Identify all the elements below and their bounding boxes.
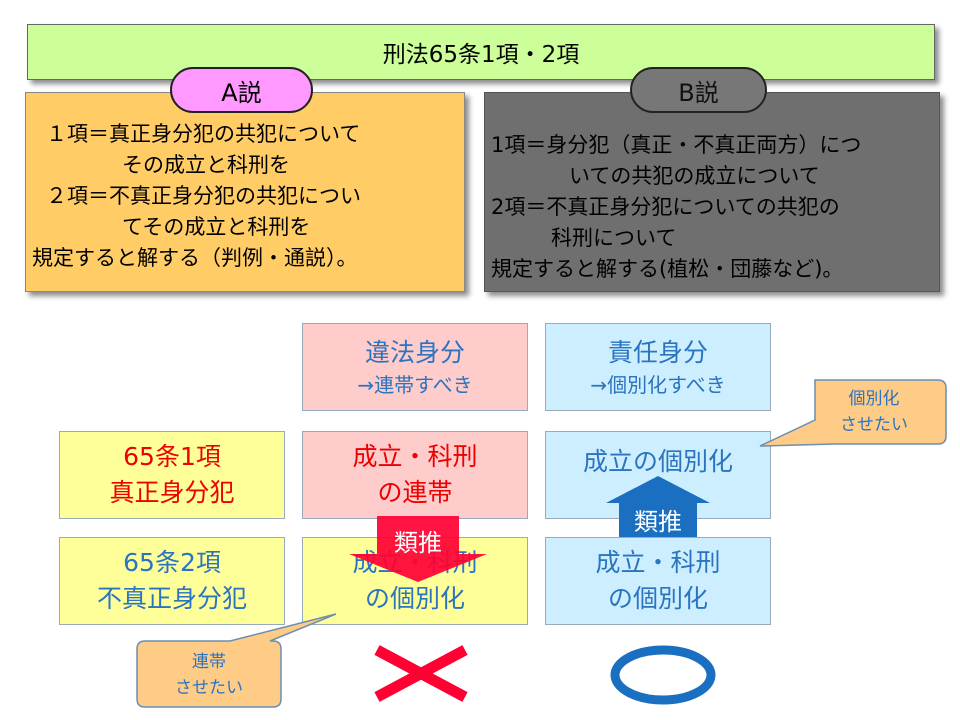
illegal-status-box: 違法身分 →連帯すべき (302, 323, 528, 411)
opinion-b-panel: 1項＝身分犯（真正・不真正両方）につ いての共犯の成立について 2項＝不真正身分… (484, 92, 940, 292)
opinion-a-badge-label: A説 (221, 78, 262, 107)
individualized-both-b-line-1: 成立・科刑 (595, 548, 721, 577)
individualized-establishment-line-1: 成立の個別化 (582, 447, 733, 476)
responsibility-status-sub: →個別化すべき (590, 373, 726, 397)
individualized-both-a-line-2: の個別化 (364, 584, 465, 613)
responsibility-status-title: 責任身分 (607, 338, 708, 367)
illegal-status-title: 違法身分 (364, 338, 465, 367)
art65-1-line-1: 65条1項 (123, 442, 221, 471)
joint-establishment-line-2: の連帯 (377, 478, 453, 507)
callout-individualize-line-2: させたい (840, 415, 908, 435)
individualized-both-a-box: 成立・科刑 の個別化 (302, 537, 528, 625)
opinion-a-line-5: 規定すると解する（判例・通説）。 (32, 246, 358, 270)
opinion-b-line-3: 2項＝不真正身分犯についての共犯の (491, 195, 840, 219)
analogy-up-label: 類推 (634, 508, 682, 536)
page-title: 刑法65条1項・2項 (382, 42, 580, 68)
individualized-both-b-line-2: の個別化 (607, 584, 708, 613)
opinion-b-line-5: 規定すると解する(植松・団藤など)。 (491, 257, 844, 281)
analogy-down-arrow (349, 516, 487, 582)
joint-establishment-line-1: 成立・科刑 (352, 442, 478, 471)
art65-1-line-2: 真正身分犯 (109, 478, 235, 507)
opinion-a-line-3: ２項＝不真正身分犯の共犯につい (46, 184, 361, 208)
responsibility-status-box: 責任身分 →個別化すべき (545, 323, 771, 411)
art65-2-line-1: 65条2項 (123, 548, 221, 577)
opinion-b-line-1: 1項＝身分犯（真正・不真正両方）につ (491, 133, 862, 157)
illegal-status-sub: →連帯すべき (357, 373, 473, 397)
callout-joint-line-1: 連帯 (192, 652, 226, 672)
opinion-b-badge: B説 (630, 67, 767, 113)
joint-establishment-box: 成立・科刑 の連帯 (302, 431, 528, 519)
analogy-up-arrow (606, 476, 710, 537)
callout-individualize-line-1: 個別化 (849, 389, 900, 409)
art65-2-line-2: 不真正身分犯 (96, 584, 247, 613)
art65-1-box: 65条1項 真正身分犯 (59, 431, 285, 519)
analogy-down-label: 類推 (394, 529, 442, 557)
circle-mark (610, 645, 716, 705)
opinion-b-line-4: 科刑について (551, 226, 677, 250)
opinion-b-badge-label: B説 (678, 78, 719, 107)
opinion-a-badge: A説 (170, 67, 313, 113)
opinion-a-line-1: １項＝真正身分犯の共犯について (46, 122, 361, 146)
individualized-both-b-box: 成立・科刑 の個別化 (545, 537, 771, 625)
opinion-a-panel: １項＝真正身分犯の共犯について その成立と科刑を ２項＝不真正身分犯の共犯につい… (25, 92, 465, 292)
callout-joint-line-2: させたい (175, 678, 243, 698)
opinion-a-line-2: その成立と科刑を (122, 153, 290, 177)
callout-individualize-shape (759, 379, 947, 447)
cross-mark (374, 645, 468, 702)
opinion-a-line-4: てその成立と科刑を (122, 215, 311, 239)
opinion-b-line-2: いての共犯の成立について (569, 164, 820, 188)
callout-joint-shape (136, 613, 337, 708)
art65-2-box: 65条2項 不真正身分犯 (59, 537, 285, 625)
